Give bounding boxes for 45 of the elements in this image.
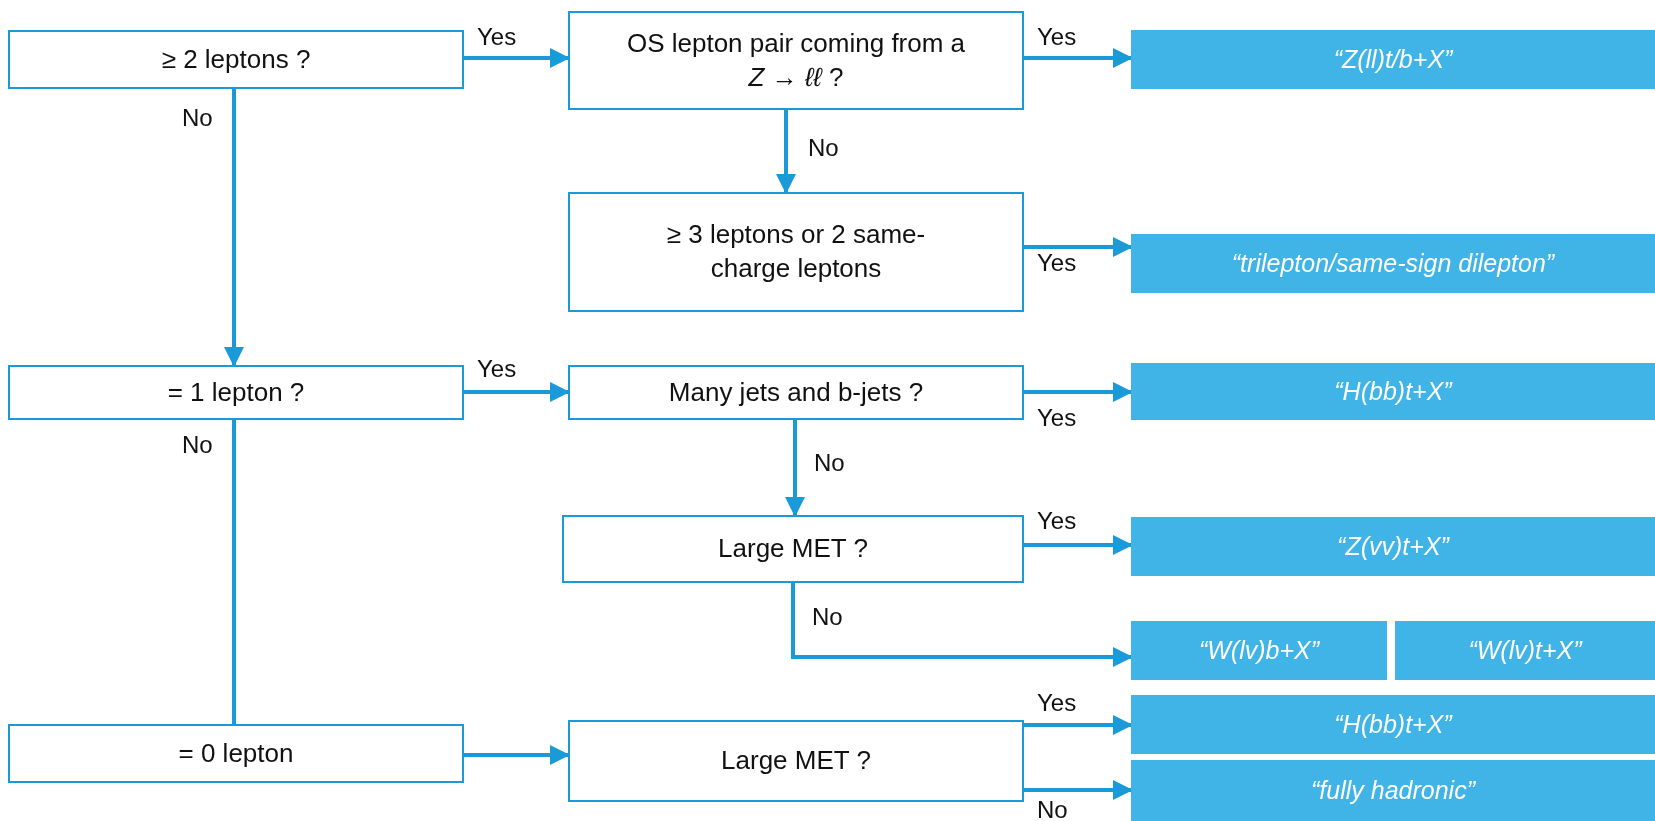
- result-box: [1131, 695, 1655, 754]
- node-text: ≥ 3 leptons or 2 same-charge leptons: [665, 218, 927, 285]
- decision-box: [8, 365, 464, 420]
- node-text: “H(bb)t+X”: [1334, 709, 1452, 741]
- arrow: [1024, 715, 1133, 735]
- arrow: [1024, 48, 1133, 68]
- arrow: [1024, 382, 1133, 402]
- node-text: Many jets and b-jets ?: [668, 375, 924, 409]
- arrow: [791, 583, 1133, 667]
- result-box: [1131, 621, 1387, 680]
- arrow: [224, 89, 244, 367]
- arrow: [464, 48, 570, 68]
- result-box: [1131, 363, 1655, 420]
- arrow: [1024, 535, 1133, 555]
- arrow: [1024, 780, 1133, 800]
- node-text: Large MET ?: [718, 532, 868, 566]
- arrow: [464, 382, 570, 402]
- node-text: “W(lv)t+X”: [1468, 635, 1582, 667]
- decision-box: [568, 720, 1024, 802]
- node-text: Large MET ?: [721, 744, 871, 778]
- node-text: = 1 lepton ?: [167, 375, 305, 409]
- node-text: “H(bb)t+X”: [1334, 376, 1452, 408]
- node-text: “W(lv)b+X”: [1198, 635, 1320, 667]
- decision-box: [8, 30, 464, 89]
- arrow: [464, 745, 570, 765]
- decision-box: [568, 365, 1024, 420]
- node-text: ≥ 2 leptons ?: [161, 42, 311, 76]
- node-text: = 0 lepton: [178, 736, 294, 770]
- node-text: “Z(vv)t+X”: [1337, 531, 1449, 563]
- decision-box: [568, 11, 1024, 110]
- result-box: [1131, 234, 1655, 293]
- arrow: [785, 420, 805, 517]
- result-box: [1131, 30, 1655, 89]
- node-text: “fully hadronic”: [1311, 775, 1475, 807]
- decision-box: [8, 724, 464, 783]
- arrow: [776, 110, 796, 194]
- node-text: OS lepton pair coming from a Z → ℓℓ ?: [625, 26, 967, 94]
- decision-box: [568, 192, 1024, 312]
- result-box: [1131, 517, 1655, 576]
- result-box: [1131, 760, 1655, 821]
- arrow: [1024, 237, 1133, 257]
- node-text: “Z(ll)t/b+X”: [1333, 44, 1453, 76]
- decision-box: [562, 515, 1024, 583]
- result-box: [1395, 621, 1655, 680]
- node-text: “trilepton/same-sign dilepton”: [1231, 248, 1555, 280]
